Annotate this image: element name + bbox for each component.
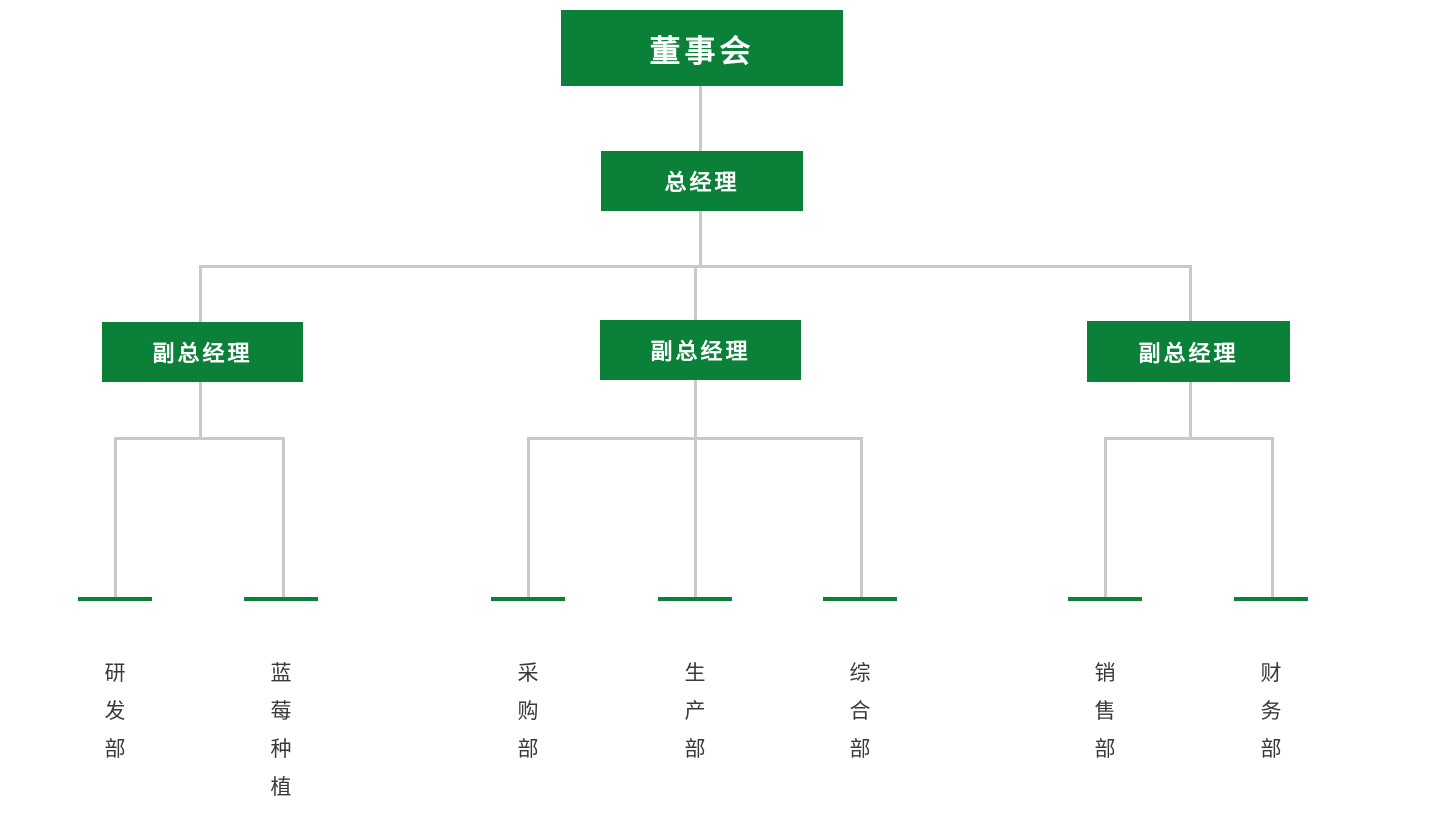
- department-underline-bar: [1234, 597, 1308, 601]
- department-label-char: 莓: [270, 700, 292, 723]
- connector-vgm-3-to-dept-2: [1271, 437, 1274, 601]
- department-label-char: 部: [1260, 738, 1282, 761]
- department-label: 生产部: [658, 655, 732, 769]
- node-vice-general-manager-3-label: 副总经理: [1138, 340, 1239, 366]
- connector-vgm-2-to-dept-2: [694, 437, 697, 601]
- node-vice-general-manager-1[interactable]: 副总经理: [102, 322, 303, 382]
- department-label-char: 部: [684, 738, 706, 761]
- department-label-char: 部: [849, 738, 871, 761]
- department-underline-bar: [658, 597, 732, 601]
- connector-vgm-3-stem: [1189, 382, 1192, 437]
- department-label: 研发部: [78, 655, 152, 769]
- department-underline-bar: [78, 597, 152, 601]
- node-board-of-directors-label: 董事会: [649, 33, 755, 69]
- department-underline-bar: [491, 597, 565, 601]
- connector-vgm-2-stem: [694, 380, 697, 437]
- department-label-char: 生: [684, 662, 706, 685]
- department-label-char: 部: [1094, 738, 1116, 761]
- node-general-manager-label: 总经理: [664, 170, 740, 195]
- department-label-char: 产: [684, 700, 706, 723]
- department-label-char: 植: [270, 776, 292, 799]
- department-label-char: 种: [270, 738, 292, 761]
- node-vice-general-manager-2[interactable]: 副总经理: [600, 320, 801, 380]
- connector-vgm-2-to-dept-3: [860, 437, 863, 601]
- node-vice-general-manager-2-label: 副总经理: [650, 339, 751, 364]
- department-label: 综合部: [823, 655, 897, 769]
- connector-vgm-3-to-dept-1: [1104, 437, 1107, 601]
- department-label-char: 蓝: [270, 662, 292, 685]
- department-label-char: 购: [517, 700, 539, 723]
- department-label: 财务部: [1234, 655, 1308, 769]
- connector-vgm-1-to-dept-2: [282, 437, 285, 601]
- connector-vgm-3-bus: [1105, 437, 1272, 440]
- connector-vgm-1-bus: [115, 437, 283, 440]
- department-label-char: 务: [1260, 700, 1282, 723]
- department-label-char: 综: [849, 662, 871, 685]
- node-vice-general-manager-1-label: 副总经理: [152, 341, 253, 366]
- connector-vgm-2-to-dept-1: [527, 437, 530, 601]
- department-label-char: 发: [104, 700, 126, 723]
- department-label: 销售部: [1068, 655, 1142, 769]
- department-label-char: 研: [104, 662, 126, 685]
- department-label-char: 部: [517, 738, 539, 761]
- department-underline-bar: [244, 597, 318, 601]
- department-label-char: 财: [1260, 662, 1282, 685]
- department-label-char: 合: [849, 700, 871, 723]
- department-label-char: 销: [1094, 662, 1116, 685]
- department-label-char: 售: [1094, 700, 1116, 723]
- node-general-manager[interactable]: 总经理: [601, 151, 803, 211]
- department-label: 蓝莓种植: [244, 655, 318, 807]
- department-label: 采购部: [491, 655, 565, 769]
- node-vice-general-manager-3[interactable]: 副总经理: [1087, 321, 1290, 382]
- department-label-char: 采: [517, 662, 539, 685]
- department-underline-bar: [1068, 597, 1142, 601]
- node-board-of-directors[interactable]: 董事会: [561, 10, 843, 86]
- department-underline-bar: [823, 597, 897, 601]
- connector-vgm-1-stem: [199, 382, 202, 437]
- department-label-char: 部: [104, 738, 126, 761]
- connector-vgm-1-to-dept-1: [114, 437, 117, 601]
